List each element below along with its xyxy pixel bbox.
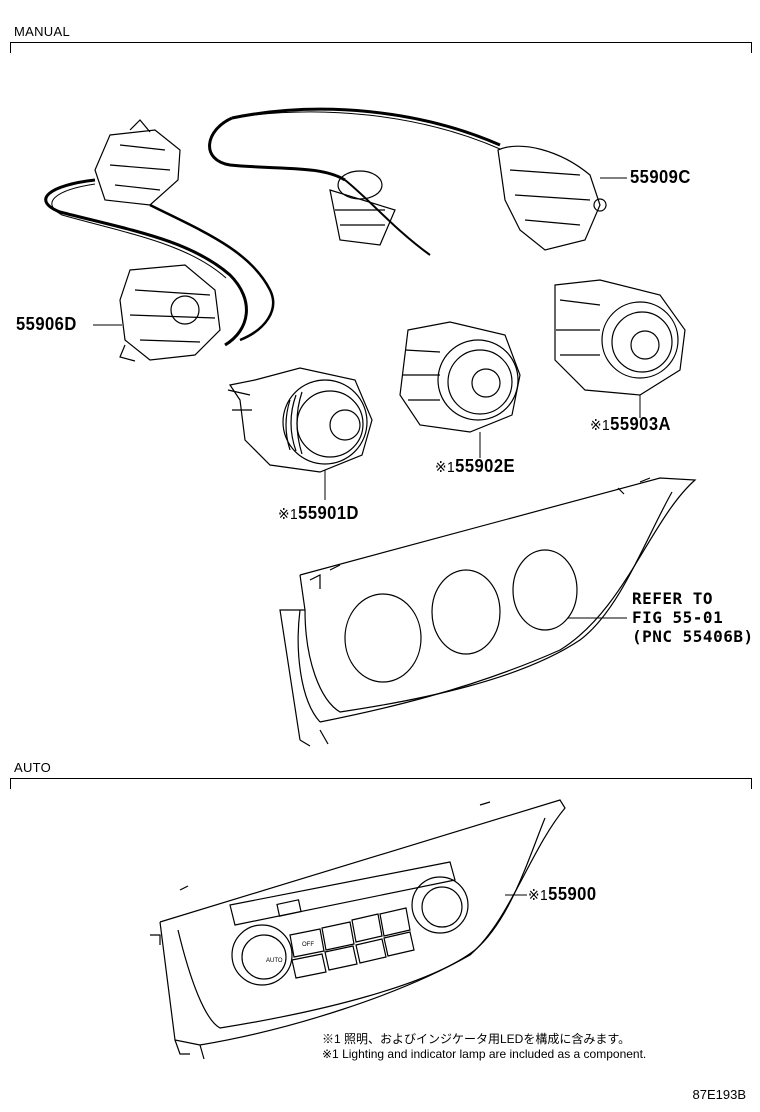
cable-55906d — [46, 120, 273, 361]
knob-55902e — [400, 322, 520, 432]
knob-55903a — [555, 280, 685, 395]
part-mark-55901d: ※1 — [278, 506, 299, 523]
auto-button-label: AUTO — [266, 958, 283, 964]
part-label-55900: ※155900 — [528, 884, 597, 905]
part-label-55902e: ※155902E — [435, 456, 515, 477]
part-number-55903a: 55903A — [610, 414, 671, 434]
manual-bezel — [280, 478, 695, 746]
part-label-55906d: 55906D — [16, 314, 77, 334]
reference-line-3: (PNC 55406B) — [632, 627, 754, 646]
off-button-label: OFF — [302, 942, 314, 948]
leader-lines — [93, 178, 640, 895]
part-mark-55900: ※1 — [528, 887, 549, 904]
diagram-id: 87E193B — [692, 1087, 747, 1102]
part-label-55901d: ※155901D — [278, 503, 359, 524]
part-number-55900: 55900 — [548, 884, 597, 904]
section-bracket-auto — [10, 778, 752, 789]
section-label-manual: MANUAL — [14, 24, 70, 39]
part-label-55909c: 55909C — [630, 167, 691, 187]
note-japanese: ※1 照明、およびインジケータ用LEDを構成に含みます。 — [322, 1032, 631, 1046]
part-mark-55903a: ※1 — [590, 417, 611, 434]
part-number-55901d: 55901D — [298, 503, 359, 523]
reference-line-2: FIG 55-01 — [632, 608, 724, 627]
reference-line-1: REFER TO — [632, 589, 714, 608]
knob-55901d — [228, 368, 372, 472]
auto-control-panel — [150, 800, 565, 1059]
cable-55909c — [210, 109, 606, 255]
section-bracket-manual — [10, 42, 752, 53]
part-number-55902e: 55902E — [455, 456, 516, 476]
part-mark-55902e: ※1 — [435, 459, 456, 476]
section-label-auto: AUTO — [14, 760, 52, 775]
note-english: ※1 Lighting and indicator lamp are inclu… — [322, 1047, 647, 1061]
part-label-55903a: ※155903A — [590, 414, 671, 435]
